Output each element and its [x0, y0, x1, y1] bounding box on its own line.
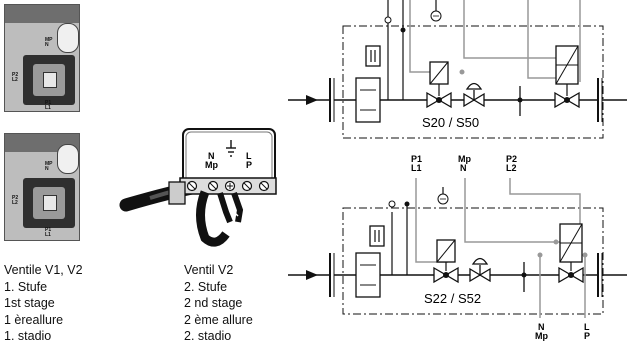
connector-label-l: L — [246, 151, 252, 161]
caption-line: 2 nd stage — [184, 296, 243, 310]
label-p2-l2: P2 L2 — [12, 195, 19, 206]
label-p1-l1: P1 L1 — [45, 227, 52, 238]
caption-line: 2 ème allure — [184, 312, 253, 327]
connector-label-l-p: L P — [246, 151, 254, 170]
label-mp-n: MP N — [45, 37, 53, 48]
valve-cover — [5, 5, 79, 23]
caption-line: Ventil V2 — [184, 263, 234, 277]
valve-photo-2: MP N P2 L2 P1 L1 — [4, 133, 80, 241]
plug — [43, 72, 57, 88]
caption-line: 2. stadio — [184, 329, 232, 343]
model-label-s22-s52: S22 / S52 — [424, 291, 481, 306]
adjust-knob — [57, 144, 79, 174]
connector-socket — [33, 64, 65, 96]
caption-line: 1. stadio — [4, 329, 52, 343]
connector-label-n-mp: N Mp — [205, 151, 218, 170]
caption-line: Ventile V1, V2 — [4, 263, 83, 277]
connector-cable-drawing: N Mp L P — [119, 128, 277, 247]
model-label-s20-s50: S20 / S50 — [422, 115, 479, 130]
connector-label-mp: Mp — [205, 160, 218, 170]
caption-valves-v1-v2: Ventile V1, V2 1. Stufe 1st stage 1 èrea… — [4, 262, 83, 345]
label-p1-l1: P1 L1 — [45, 100, 52, 111]
schematic-top: S20 / S50 — [288, 0, 627, 139]
valve-photo-1: MP N P2 L2 P1 L1 — [4, 4, 80, 112]
connector-label-n: N — [208, 151, 215, 161]
plug — [43, 195, 57, 211]
label-p2-l2: P2 L2 — [12, 72, 19, 83]
caption-line: 1 èreallure — [4, 312, 64, 327]
caption-line: 2. Stufe — [184, 279, 228, 294]
caption-valve-v2: Ventil V2 2. Stufe 2 nd stage 2 ème allu… — [184, 262, 253, 345]
label-mp-n: MP N — [45, 161, 53, 172]
caption-line: 1. Stufe — [4, 279, 48, 294]
connector-plate — [23, 55, 75, 105]
caption-line: 1st stage — [4, 296, 55, 310]
connector-socket — [33, 187, 65, 219]
adjust-knob — [57, 23, 79, 53]
connector-plate — [23, 178, 75, 228]
connector-label-p: P — [246, 160, 252, 170]
